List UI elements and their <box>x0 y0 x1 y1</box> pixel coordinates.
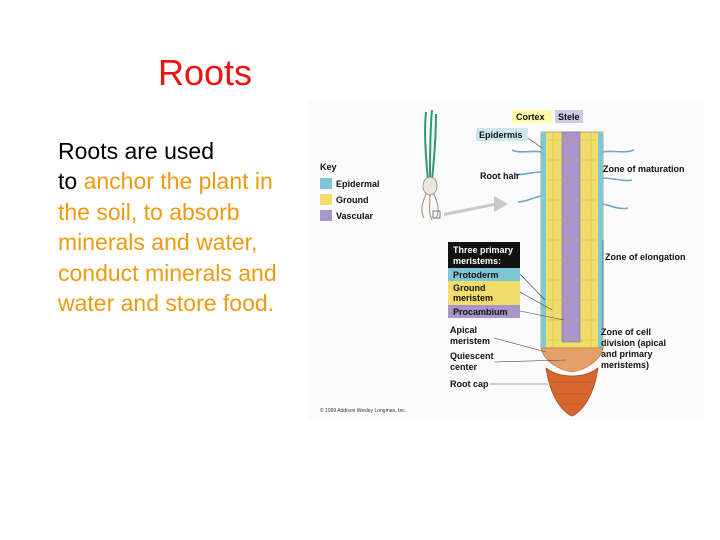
meristems-heading-box <box>448 242 520 268</box>
key-swatch-vascular <box>320 210 332 221</box>
label-zone-cell-division-1: Zone of cell <box>601 327 651 337</box>
label-quiescent-1: Quiescent <box>450 351 494 361</box>
key-title: Key <box>320 162 337 172</box>
label-root-cap: Root cap <box>450 379 489 389</box>
body-text-plain-2: to <box>58 168 78 195</box>
label-epidermis: Epidermis <box>479 130 523 140</box>
slide-title: Roots <box>158 52 253 93</box>
label-zone-cell-division-4: meristems) <box>601 360 649 370</box>
label-apical-meristem-1: Apical <box>450 325 477 335</box>
root-cap-shape <box>545 367 599 417</box>
label-procambium: Procambium <box>453 307 508 317</box>
label-root-hair: Root hair <box>480 171 520 181</box>
body-text-plain-1: Roots are used <box>58 138 214 164</box>
root-diagram-figure: Key Epidermal Ground Vascular Cortex Ste… <box>308 100 704 420</box>
root-longitudinal-section <box>511 131 635 417</box>
label-zone-elongation: Zone of elongation <box>605 252 686 262</box>
zoom-arrow-icon <box>444 196 508 216</box>
label-zone-cell-division-2: division (apical <box>601 338 666 348</box>
slide-body-text: Roots are used to anchor the plant in th… <box>58 136 278 318</box>
root-diagram: Key Epidermal Ground Vascular Cortex Ste… <box>320 109 686 417</box>
root-hairs <box>511 149 635 210</box>
label-apical-meristem-2: meristem <box>450 336 490 346</box>
meristems-heading-2: meristems: <box>453 256 501 266</box>
label-zone-cell-division-3: and primary <box>601 349 653 359</box>
meristems-heading-1: Three primary <box>453 245 513 255</box>
key-swatch-epidermal <box>320 178 332 189</box>
label-stele: Stele <box>558 112 580 122</box>
key-label-epidermal: Epidermal <box>336 179 380 189</box>
key-swatch-ground <box>320 194 332 205</box>
zoom-box <box>432 210 441 219</box>
label-zone-maturation: Zone of maturation <box>603 164 685 174</box>
label-protoderm: Protoderm <box>453 270 499 280</box>
label-ground-meristem-2: meristem <box>453 293 493 303</box>
label-cortex: Cortex <box>516 112 545 122</box>
label-quiescent-2: center <box>450 362 478 372</box>
key-label-ground: Ground <box>336 195 369 205</box>
seedling-illustration <box>421 109 441 221</box>
body-text-highlight: anchor the plant in the soil, to absorb … <box>58 168 277 317</box>
copyright-notice: © 1999 Addison Wesley Longman, Inc. <box>320 407 406 414</box>
key-label-vascular: Vascular <box>336 211 374 221</box>
label-ground-meristem-1: Ground <box>453 283 486 293</box>
